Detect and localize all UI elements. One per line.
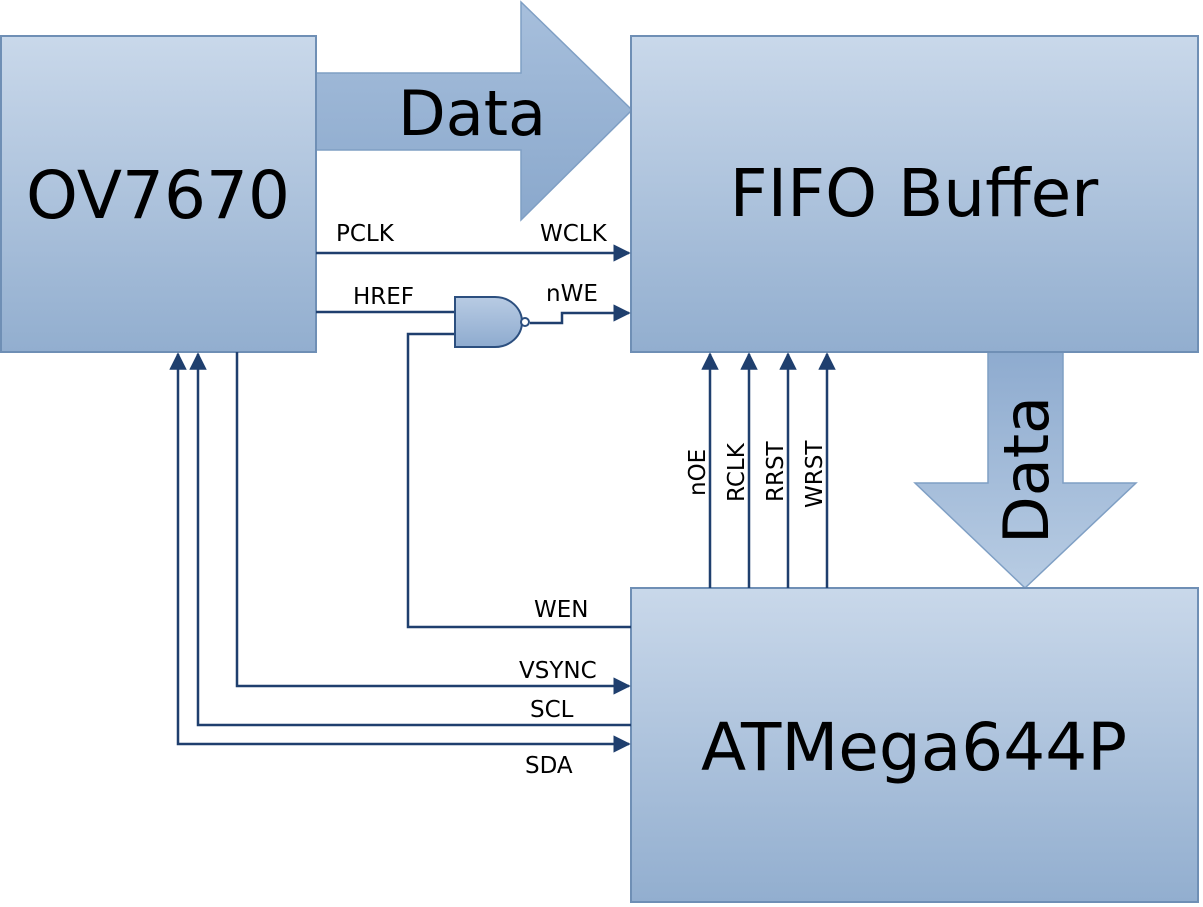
signal-wclk-label: WCLK [540, 221, 608, 247]
wire-pclk: PCLK WCLK [316, 221, 631, 262]
block-ov7670-label: OV7670 [26, 157, 290, 234]
signal-wrst-label: WRST [802, 440, 828, 508]
signal-pclk-label: PCLK [336, 221, 395, 247]
signal-scl-label: SCL [530, 697, 574, 723]
signal-href-label: HREF [353, 284, 414, 310]
signal-vsync-label: VSYNC [519, 658, 597, 684]
wire-rrst: RRST [763, 352, 797, 588]
signal-wen-label: WEN [534, 597, 588, 623]
wire-nwe: nWE [530, 281, 631, 325]
block-fifo-label: FIFO Buffer [730, 155, 1100, 232]
wire-wrst: WRST [802, 352, 836, 588]
data-arrow-fifo-to-mcu: Data [913, 351, 1138, 590]
signal-rrst-label: RRST [763, 440, 789, 502]
wire-sda: SDA [169, 352, 631, 779]
signal-sda-label: SDA [525, 753, 573, 779]
signal-rclk-label: RCLK [724, 442, 750, 502]
data-arrow-camera-to-fifo: Data [315, 0, 634, 222]
wire-rclk: RCLK [724, 352, 758, 588]
wire-wen: WEN [406, 332, 631, 629]
signal-noe-label: nOE [685, 449, 711, 496]
block-ov7670: OV7670 [0, 35, 317, 353]
signal-nwe-label: nWE [546, 281, 598, 307]
block-atmega-label: ATMega644P [701, 709, 1127, 786]
data-label-top: Data [398, 77, 546, 150]
data-label-right: Data [990, 396, 1063, 544]
block-atmega644p: ATMega644P [630, 587, 1199, 903]
nand-gate [440, 296, 530, 348]
block-fifo-buffer: FIFO Buffer [630, 35, 1199, 353]
wire-noe: nOE [685, 352, 719, 588]
wire-vsync: VSYNC [235, 352, 631, 695]
wire-href: HREF [316, 284, 440, 314]
